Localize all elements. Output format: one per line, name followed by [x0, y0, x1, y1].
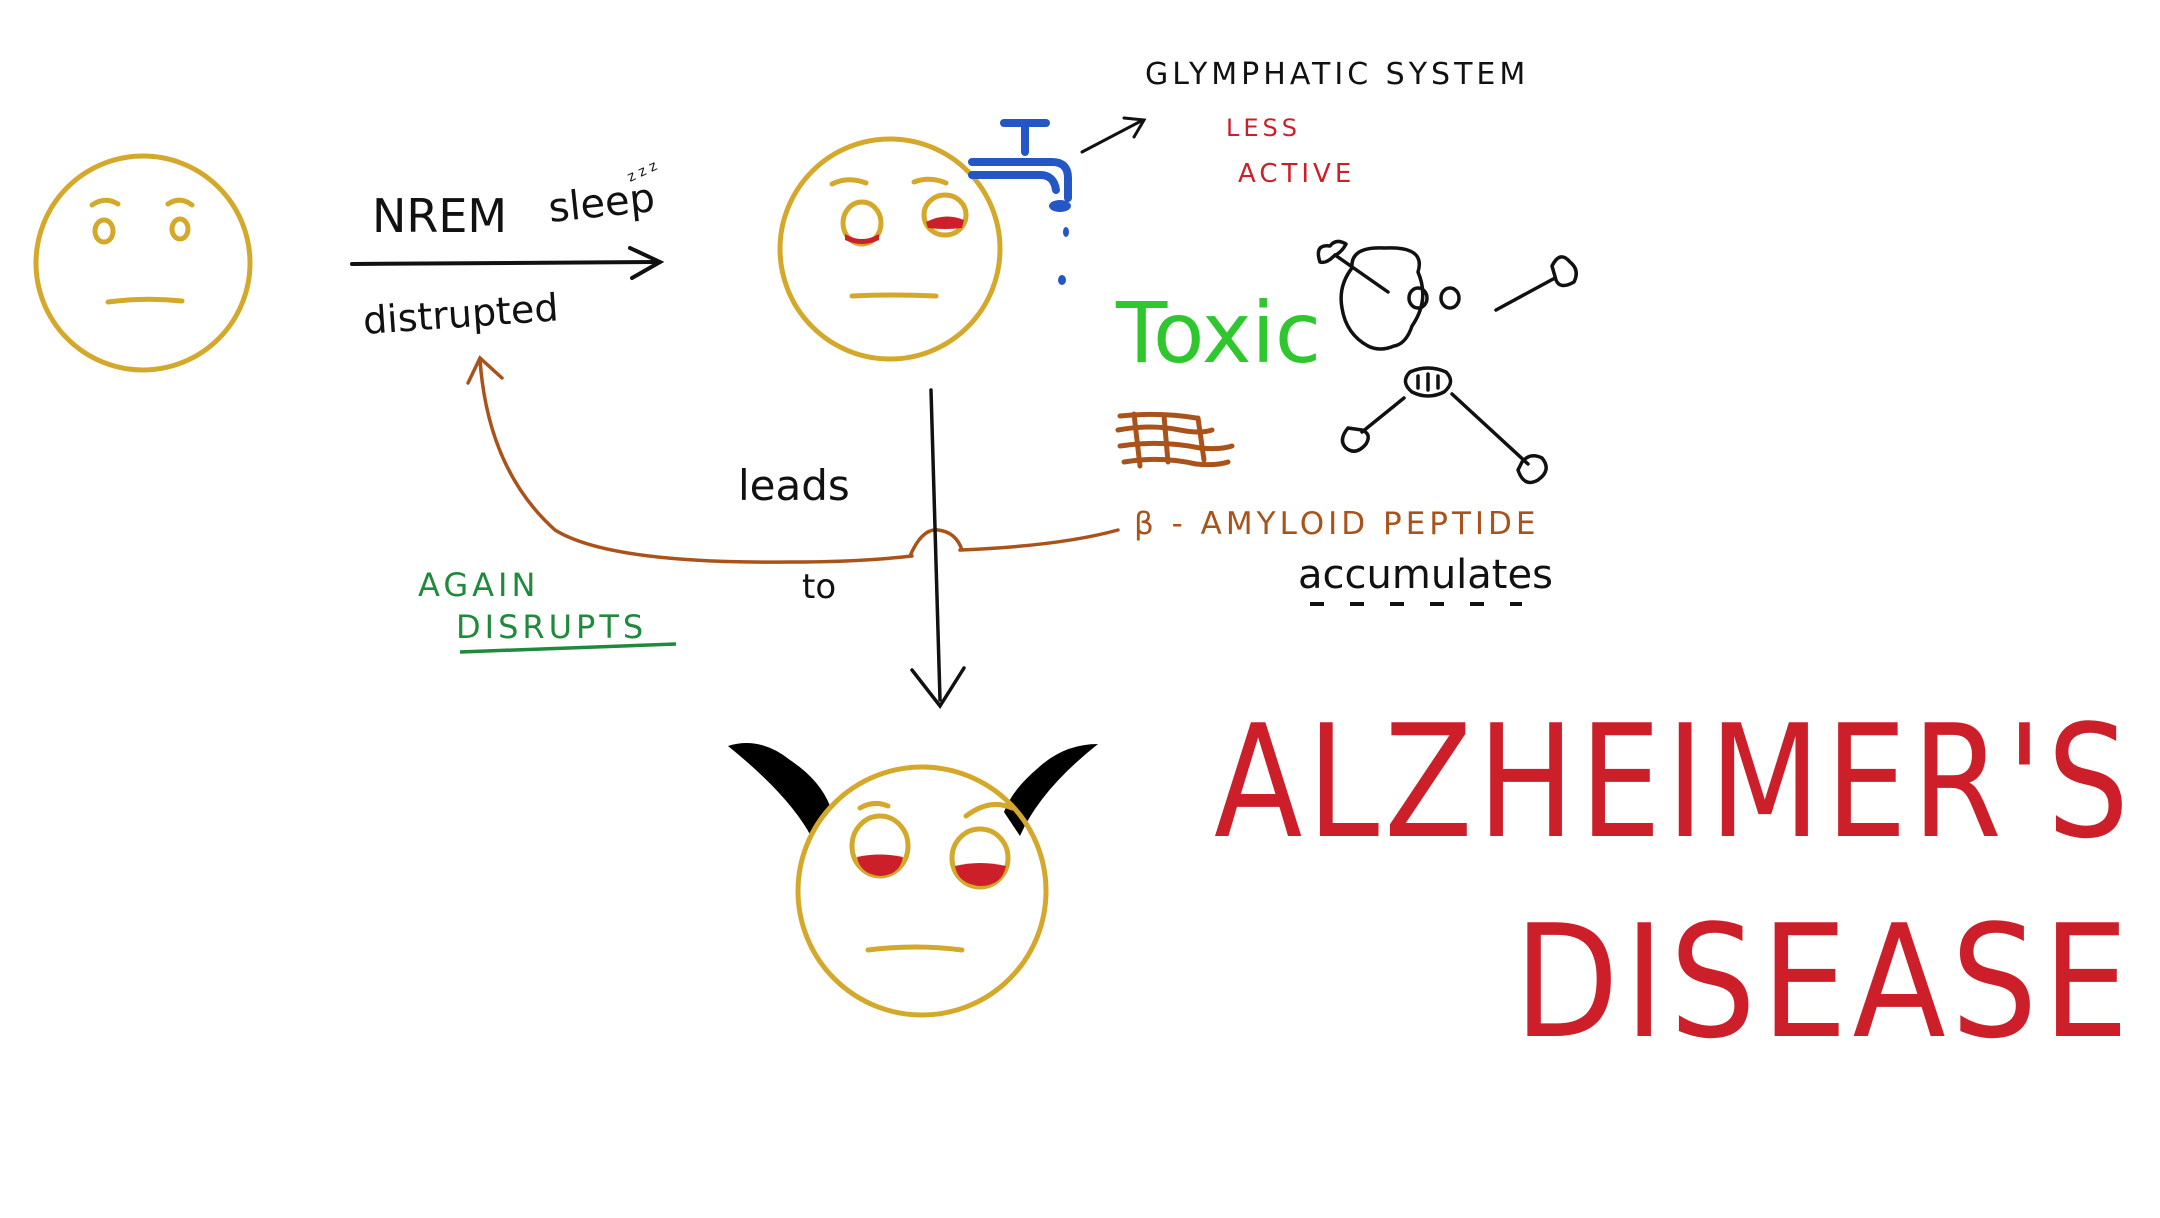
worried-face-icon	[33, 153, 253, 373]
water-droplets	[1049, 200, 1071, 285]
leads-label: leads	[738, 461, 850, 510]
less-label: LESS	[1226, 114, 1301, 142]
water-tap-icon	[968, 119, 1072, 202]
disease-label: DISEASE	[1514, 891, 2134, 1073]
skull-crossbones-icon	[1316, 239, 1578, 485]
nrem-label: NREM	[372, 189, 507, 243]
horns	[728, 743, 1098, 838]
red-eye-marks-angry	[857, 854, 1006, 886]
again-label: AGAIN	[418, 566, 539, 604]
disrupted-label: distrupted	[362, 285, 560, 343]
sleep-label: sleep	[546, 175, 657, 232]
to-label: to	[802, 567, 836, 607]
disrupts-label: DISRUPTS	[456, 608, 647, 646]
amyloid-plaque-icon	[1115, 411, 1235, 469]
glymphatic-arrow	[1080, 116, 1147, 154]
accumulates-label: accumulates	[1298, 552, 1553, 598]
alzheimers-label: ALZHEIMER'S	[1214, 691, 2134, 873]
tired-face-icon	[777, 136, 1003, 362]
red-eye-marks	[845, 216, 964, 244]
nrem-sleep-arrow	[350, 246, 665, 280]
disrupts-underline	[459, 642, 677, 654]
leads-to-arrow	[910, 388, 966, 710]
glymphatic-label: GLYMPHATIC SYSTEM	[1145, 57, 1529, 92]
toxic-label: Toxic	[1115, 284, 1321, 382]
amyloid-label: β - AMYLOID PEPTIDE	[1134, 506, 1540, 542]
angry-face-icon	[795, 764, 1049, 1018]
active-label: ACTIVE	[1238, 159, 1355, 189]
feedback-arrow	[466, 355, 1120, 564]
